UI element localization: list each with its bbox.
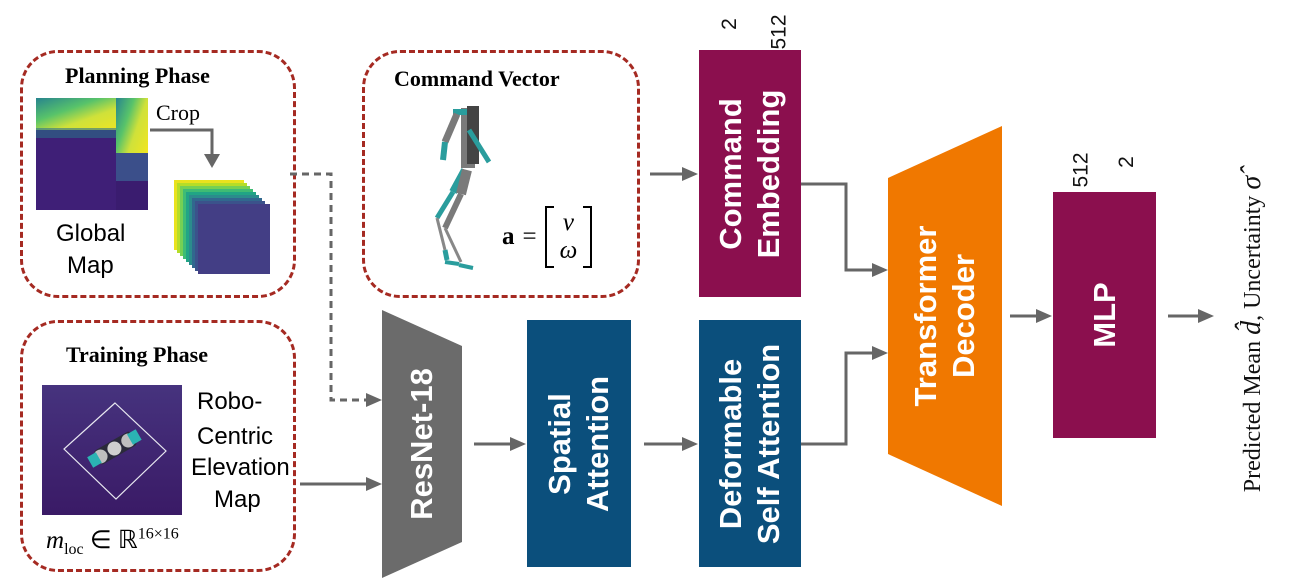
left-bracket-icon (544, 206, 554, 268)
mlp-block: MLP (1053, 192, 1156, 438)
global-map-label-1: Global (56, 220, 126, 247)
command-vector-box (362, 50, 640, 298)
local-map-formula: mloc ∈ ℝ16×16 (46, 525, 179, 559)
predicted-mean-label: Predicted Mean (1240, 340, 1266, 493)
output-label: Predicted Mean d̂, Uncertainty σ̂ (1236, 176, 1268, 492)
planning-phase-title: Planning Phase (65, 63, 210, 88)
training-phase-title: Training Phase (66, 342, 209, 367)
right-bracket-icon (583, 206, 593, 268)
crop-arrow (150, 128, 220, 168)
formula-w: ω (559, 237, 578, 264)
formula-m: m (46, 527, 65, 554)
cropped-maps-stack (174, 180, 270, 274)
formula-sup: 16×16 (137, 525, 179, 543)
formula-v: v (562, 209, 574, 236)
formula-a: a (502, 223, 515, 250)
command-vector-formula: a = v ω (502, 205, 593, 269)
formula-matrix: v ω (544, 206, 593, 268)
transformer-decoder-block (888, 126, 1002, 506)
global-map-label-2: Map (67, 252, 114, 279)
resnet-block (382, 310, 462, 578)
robo-centric-label-2: Centric (197, 423, 274, 450)
training-phase-box (20, 320, 296, 572)
robo-centric-label-4: Map (214, 486, 261, 513)
mean-symbol: d̂ (1236, 320, 1267, 335)
matrix-column: v ω (554, 209, 584, 265)
humanoid-robot-image (434, 106, 492, 270)
uncertainty-label: Uncertainty (1240, 195, 1266, 309)
planning-to-resnet-arrow (290, 172, 366, 402)
output-separator: , (1240, 314, 1266, 321)
robot-centric-map-image (42, 385, 182, 515)
spatial-attention-block: Spatial Attention (527, 320, 631, 567)
formula-in: ∈ ℝ (89, 527, 138, 554)
uncertainty-symbol: σ̂ (1236, 175, 1267, 190)
robo-centric-label-1: Robo- (197, 388, 263, 415)
deformable-to-transformer-arrow (801, 351, 872, 446)
embedding-to-transformer-arrow (801, 182, 872, 272)
robo-centric-label-3: Elevation (191, 454, 290, 481)
deformable-attention-block: Deformable Self Attention (699, 320, 801, 567)
command-embedding-block: Command Embedding (699, 50, 801, 297)
formula-eq: = (522, 223, 537, 250)
global-map-image (36, 98, 148, 210)
formula-sub: loc (64, 541, 84, 558)
command-vector-title: Command Vector (394, 66, 560, 91)
crop-label: Crop (156, 100, 200, 125)
